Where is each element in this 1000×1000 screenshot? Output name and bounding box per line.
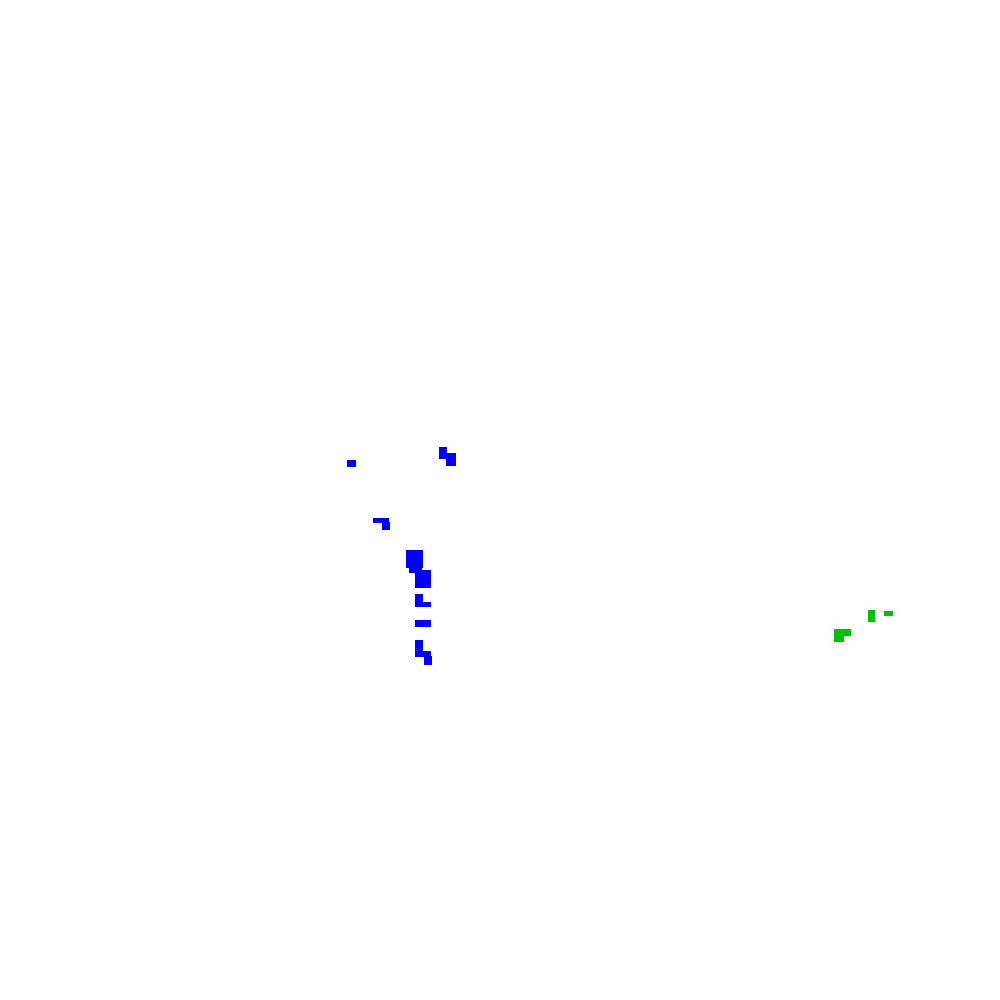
pixel-block — [373, 518, 389, 523]
pixel-block — [439, 447, 447, 459]
pixel-block — [406, 550, 423, 568]
pixel-block — [415, 620, 431, 627]
pixel-block — [382, 522, 390, 530]
pixel-block — [409, 566, 422, 573]
pixel-block — [415, 651, 431, 657]
pixel-block — [834, 634, 844, 642]
pixel-block — [868, 610, 875, 622]
pixel-block — [446, 453, 456, 466]
pixel-block — [415, 602, 431, 607]
pixel-block — [834, 629, 851, 636]
pixel-block — [415, 640, 423, 656]
pixel-block — [347, 460, 356, 467]
pixel-block — [415, 594, 423, 606]
pixel-block — [415, 570, 431, 588]
pixel-block — [884, 611, 893, 616]
pixel-block — [424, 656, 432, 665]
